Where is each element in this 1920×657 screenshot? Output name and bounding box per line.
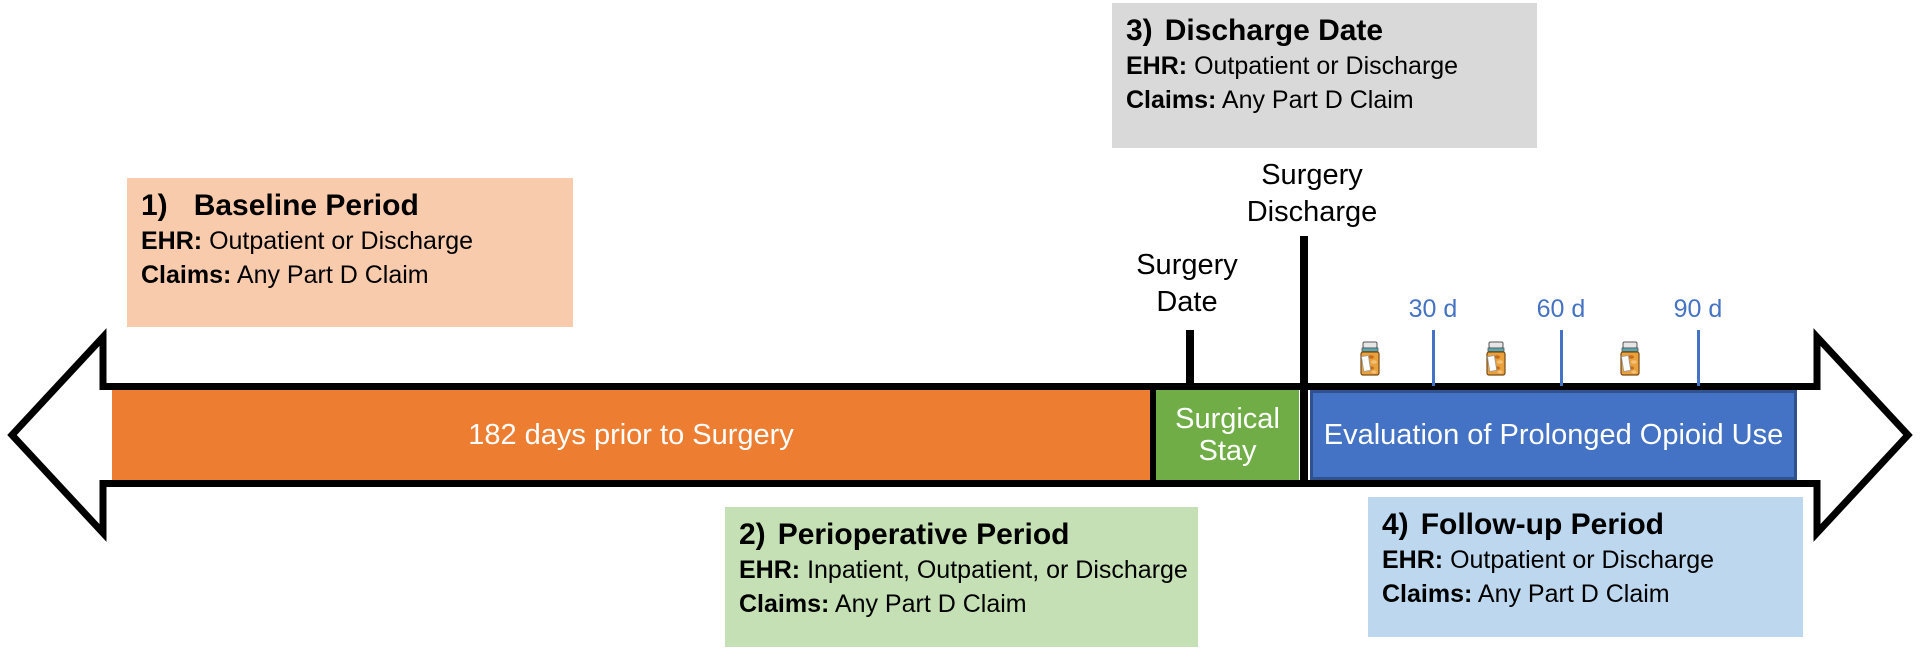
segment-baseline-label: 182 days prior to Surgery xyxy=(468,418,794,451)
pill-bottle-icon xyxy=(1360,341,1380,376)
day-tick-60 xyxy=(1560,330,1563,386)
segment-divider xyxy=(1150,386,1156,484)
day-marker-label-90: 90 d xyxy=(1673,295,1723,323)
claims-value: Any Part D Claim xyxy=(1477,579,1670,608)
claims-label: Claims: xyxy=(1382,579,1473,608)
box-title: 2) Perioperative Period xyxy=(739,515,1184,554)
box-title-text: Baseline Period xyxy=(193,189,419,222)
day-marker-label-60: 60 d xyxy=(1536,295,1586,323)
claims-line: Claims: Any Part D Claim xyxy=(739,588,1184,622)
day-tick-90 xyxy=(1697,330,1700,386)
info-box-discharge-date: 3) Discharge Date EHR: Outpatient or Disc… xyxy=(1112,3,1537,148)
ehr-value: Outpatient or Discharge xyxy=(1194,52,1459,80)
ehr-value: Outpatient or Discharge xyxy=(209,227,474,255)
claims-line: Claims: Any Part D Claim xyxy=(141,259,559,293)
claims-label: Claims: xyxy=(739,589,830,618)
claims-value: Any Part D Claim xyxy=(236,260,429,289)
surgery-date-tick xyxy=(1186,330,1194,387)
ehr-value: Inpatient, Outpatient, or Discharge xyxy=(807,556,1188,584)
segment-surgical-label: Surgical Stay xyxy=(1175,402,1280,467)
claims-line: Claims: Any Part D Claim xyxy=(1126,84,1523,118)
day-tick-30 xyxy=(1432,330,1435,386)
claims-line: Claims: Any Part D Claim xyxy=(1382,578,1789,612)
surgery-discharge-line xyxy=(1300,236,1308,483)
box-title: 1) Baseline Period xyxy=(141,186,559,225)
ehr-label: EHR: xyxy=(141,227,203,255)
ehr-line: EHR: Inpatient, Outpatient, or Discharge xyxy=(739,554,1188,588)
claims-label: Claims: xyxy=(1126,85,1217,114)
ehr-line: EHR: Outpatient or Discharge xyxy=(141,225,559,259)
box-title-text: Discharge Date xyxy=(1164,14,1384,47)
box-number: 4) xyxy=(1382,508,1409,541)
box-number: 2) xyxy=(739,518,766,551)
pill-bottle-icon xyxy=(1620,341,1640,376)
claims-value: Any Part D Claim xyxy=(1221,85,1414,114)
segment-surgical-stay: Surgical Stay xyxy=(1156,390,1299,480)
segment-evaluation-label: Evaluation of Prolonged Opioid Use xyxy=(1323,418,1784,451)
info-box-followup-period: 4) Follow-up Period EHR: Outpatient or Di… xyxy=(1368,497,1803,637)
box-title: 3) Discharge Date xyxy=(1126,11,1523,50)
day-marker-label-30: 30 d xyxy=(1408,295,1458,323)
box-title-text: Follow-up Period xyxy=(1420,508,1664,541)
pill-bottle-icon xyxy=(1486,341,1506,376)
claims-label: Claims: xyxy=(141,260,232,289)
ehr-label: EHR: xyxy=(739,556,801,584)
ehr-line: EHR: Outpatient or Discharge xyxy=(1382,544,1789,578)
box-number: 1) xyxy=(141,189,168,222)
info-box-baseline-period: 1) Baseline Period EHR: Outpatient or Dis… xyxy=(127,178,573,327)
info-box-perioperative-period: 2) Perioperative Period EHR: Inpatient, O… xyxy=(725,507,1198,647)
surgery-date-label: Surgery Date xyxy=(1136,249,1238,318)
ehr-label: EHR: xyxy=(1382,546,1444,574)
claims-value: Any Part D Claim xyxy=(834,589,1027,618)
box-number: 3) xyxy=(1126,14,1153,47)
box-title: 4) Follow-up Period xyxy=(1382,505,1789,544)
ehr-line: EHR: Outpatient or Discharge xyxy=(1126,50,1523,84)
segment-evaluation: Evaluation of Prolonged Opioid Use xyxy=(1310,390,1797,480)
box-title-text: Perioperative Period xyxy=(777,518,1070,551)
ehr-value: Outpatient or Discharge xyxy=(1450,546,1715,574)
ehr-label: EHR: xyxy=(1126,52,1188,80)
surgery-discharge-label: Surgery Discharge xyxy=(1246,159,1378,228)
segment-baseline-182-days: 182 days prior to Surgery xyxy=(112,390,1150,480)
